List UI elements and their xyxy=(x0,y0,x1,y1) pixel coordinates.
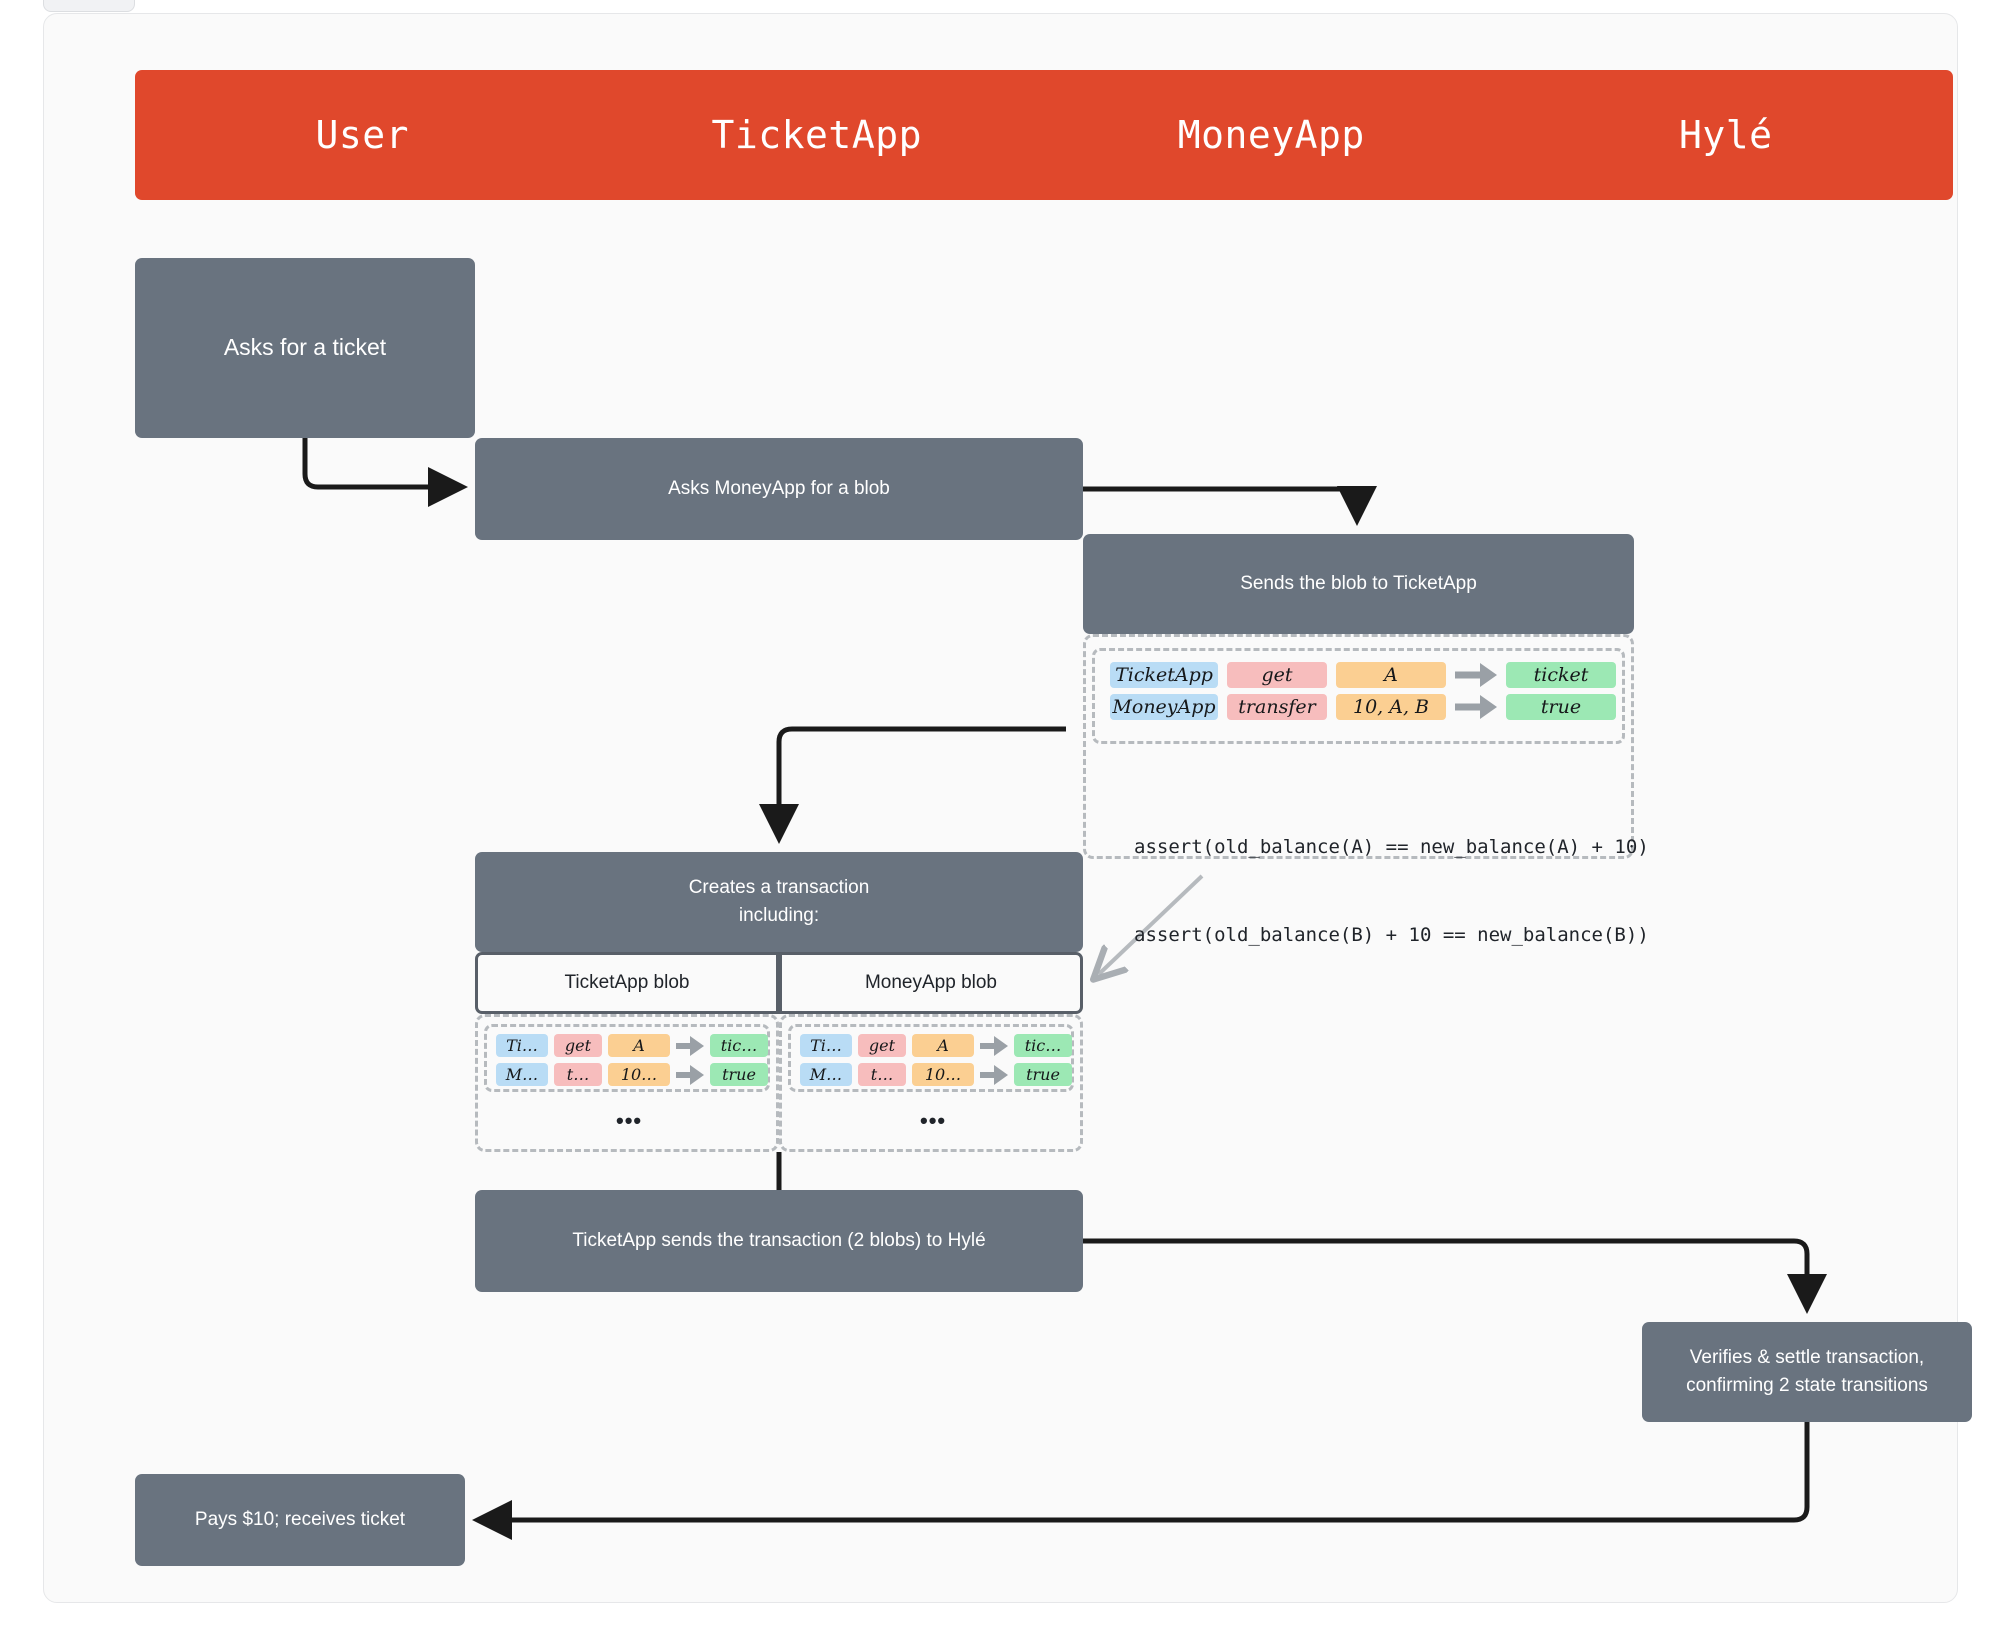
blob-cell-result: tic… xyxy=(710,1034,768,1057)
step-creates-transaction-line2: including: xyxy=(738,905,820,926)
step-verify-line2: confirming 2 state transitions xyxy=(1686,1375,1928,1396)
blob-cell-app: M… xyxy=(800,1063,852,1086)
lane-moneyapp-label: MoneyApp xyxy=(1177,113,1365,157)
step-sends-blob-to-ticketapp[interactable]: Sends the blob to TicketApp xyxy=(1083,534,1634,634)
lane-hyle-label: Hylé xyxy=(1678,113,1773,157)
blob-cell-app: MoneyApp xyxy=(1110,694,1218,720)
blob-cell-app: Ti… xyxy=(800,1034,852,1057)
lane-user: User xyxy=(135,70,590,200)
lane-ticketapp-label: TicketApp xyxy=(711,113,922,157)
blob-table-mini-left: Ti… get A tic… M… t… 10… true xyxy=(496,1034,768,1086)
step-send-transaction-to-hyle[interactable]: TicketApp sends the transaction (2 blobs… xyxy=(475,1190,1083,1292)
blob-cell-app: M… xyxy=(496,1063,548,1086)
mini-blob-ellipsis-left: ••• xyxy=(616,1108,643,1133)
blob-row: M… t… 10… true xyxy=(800,1063,1072,1086)
blob-cell-result: ticket xyxy=(1506,662,1616,688)
step-pays-receives-ticket[interactable]: Pays $10; receives ticket xyxy=(135,1474,465,1566)
blob-cell-app: Ti… xyxy=(496,1034,548,1057)
blob-cell-fn: t… xyxy=(554,1063,602,1086)
lane-user-label: User xyxy=(315,113,409,157)
assertion-line-1: assert(old_balance(A) == new_balance(A) … xyxy=(1134,835,1649,858)
blob-table-full: TicketApp get A ticket MoneyApp transfer… xyxy=(1110,662,1616,720)
step-verify-settle-transaction[interactable]: Verifies & settle transaction, confirmin… xyxy=(1642,1322,1972,1422)
arrow-right-icon xyxy=(980,1066,1008,1084)
step-asks-moneyapp-for-blob-label: Asks MoneyApp for a blob xyxy=(668,478,890,500)
lane-header-bar: User TicketApp MoneyApp Hylé xyxy=(135,70,1953,200)
wire-user-to-ticketapp xyxy=(302,438,468,507)
blob-slot-ticketapp[interactable]: TicketApp blob xyxy=(475,952,779,1014)
blob-row: Ti… get A tic… xyxy=(496,1034,768,1057)
blob-row: M… t… 10… true xyxy=(496,1063,768,1086)
arrow-right-icon xyxy=(1455,696,1497,718)
blob-cell-fn: transfer xyxy=(1227,694,1327,720)
blob-cell-fn: t… xyxy=(858,1063,906,1086)
blob-cell-result: true xyxy=(1014,1063,1072,1086)
blob-cell-fn: get xyxy=(858,1034,906,1057)
step-send-transaction-to-hyle-label: TicketApp sends the transaction (2 blobs… xyxy=(572,1230,986,1252)
wire-moneyapp-to-creates-tx xyxy=(759,726,1066,844)
arrow-right-icon xyxy=(980,1037,1008,1055)
arrow-right-icon xyxy=(676,1066,704,1084)
blob-cell-args: 10, A, B xyxy=(1336,694,1446,720)
wire-verify-to-pays xyxy=(472,1422,1810,1540)
blob-cell-app: TicketApp xyxy=(1110,662,1218,688)
wire-send-hyle-to-verify xyxy=(1083,1238,1827,1314)
blob-cell-args: A xyxy=(1336,662,1446,688)
blob-cell-result: true xyxy=(710,1063,768,1086)
arrow-right-icon xyxy=(1455,664,1497,686)
blob-table-mini-right: Ti… get A tic… M… t… 10… true xyxy=(800,1034,1072,1086)
lane-moneyapp: MoneyApp xyxy=(1044,70,1499,200)
step-asks-moneyapp-for-blob[interactable]: Asks MoneyApp for a blob xyxy=(475,438,1083,540)
step-pays-receives-ticket-label: Pays $10; receives ticket xyxy=(194,1509,406,1531)
assertion-code-block: assert(old_balance(A) == new_balance(A) … xyxy=(1134,774,1649,1010)
blob-cell-fn: get xyxy=(1227,662,1327,688)
blob-slot-moneyapp[interactable]: MoneyApp blob xyxy=(779,952,1083,1014)
blob-row: TicketApp get A ticket xyxy=(1110,662,1616,688)
step-verify-line1: Verifies & settle transaction, xyxy=(1689,1347,1925,1369)
blob-cell-fn: get xyxy=(554,1034,602,1057)
step-asks-for-ticket[interactable]: Asks for a ticket xyxy=(135,258,475,438)
step-creates-transaction[interactable]: Creates a transaction including: xyxy=(475,852,1083,952)
blob-cell-args: A xyxy=(608,1034,670,1057)
step-creates-transaction-line1: Creates a transaction xyxy=(688,877,870,899)
lane-hyle: Hylé xyxy=(1499,70,1954,200)
blob-cell-args: A xyxy=(912,1034,974,1057)
window-tab-stub[interactable] xyxy=(43,0,135,12)
lane-ticketapp: TicketApp xyxy=(590,70,1045,200)
blob-cell-result: tic… xyxy=(1014,1034,1072,1057)
step-asks-for-ticket-label: Asks for a ticket xyxy=(223,334,387,361)
step-sends-blob-to-ticketapp-label: Sends the blob to TicketApp xyxy=(1240,573,1477,595)
blob-cell-args: 10… xyxy=(608,1063,670,1086)
blob-cell-args: 10… xyxy=(912,1063,974,1086)
diagram-canvas: User TicketApp MoneyApp Hylé xyxy=(43,13,1972,1603)
wire-ticketapp-to-moneyapp xyxy=(1083,486,1377,526)
blob-row: Ti… get A tic… xyxy=(800,1034,1072,1057)
blob-cell-result: true xyxy=(1506,694,1616,720)
blob-row: MoneyApp transfer 10, A, B true xyxy=(1110,694,1616,720)
blob-slot-ticketapp-label: TicketApp blob xyxy=(564,972,690,993)
mini-blob-ellipsis-right: ••• xyxy=(920,1108,947,1133)
blob-slot-moneyapp-label: MoneyApp blob xyxy=(864,972,998,993)
arrow-right-icon xyxy=(676,1037,704,1055)
assertion-line-2: assert(old_balance(B) + 10 == new_balanc… xyxy=(1134,924,1649,947)
